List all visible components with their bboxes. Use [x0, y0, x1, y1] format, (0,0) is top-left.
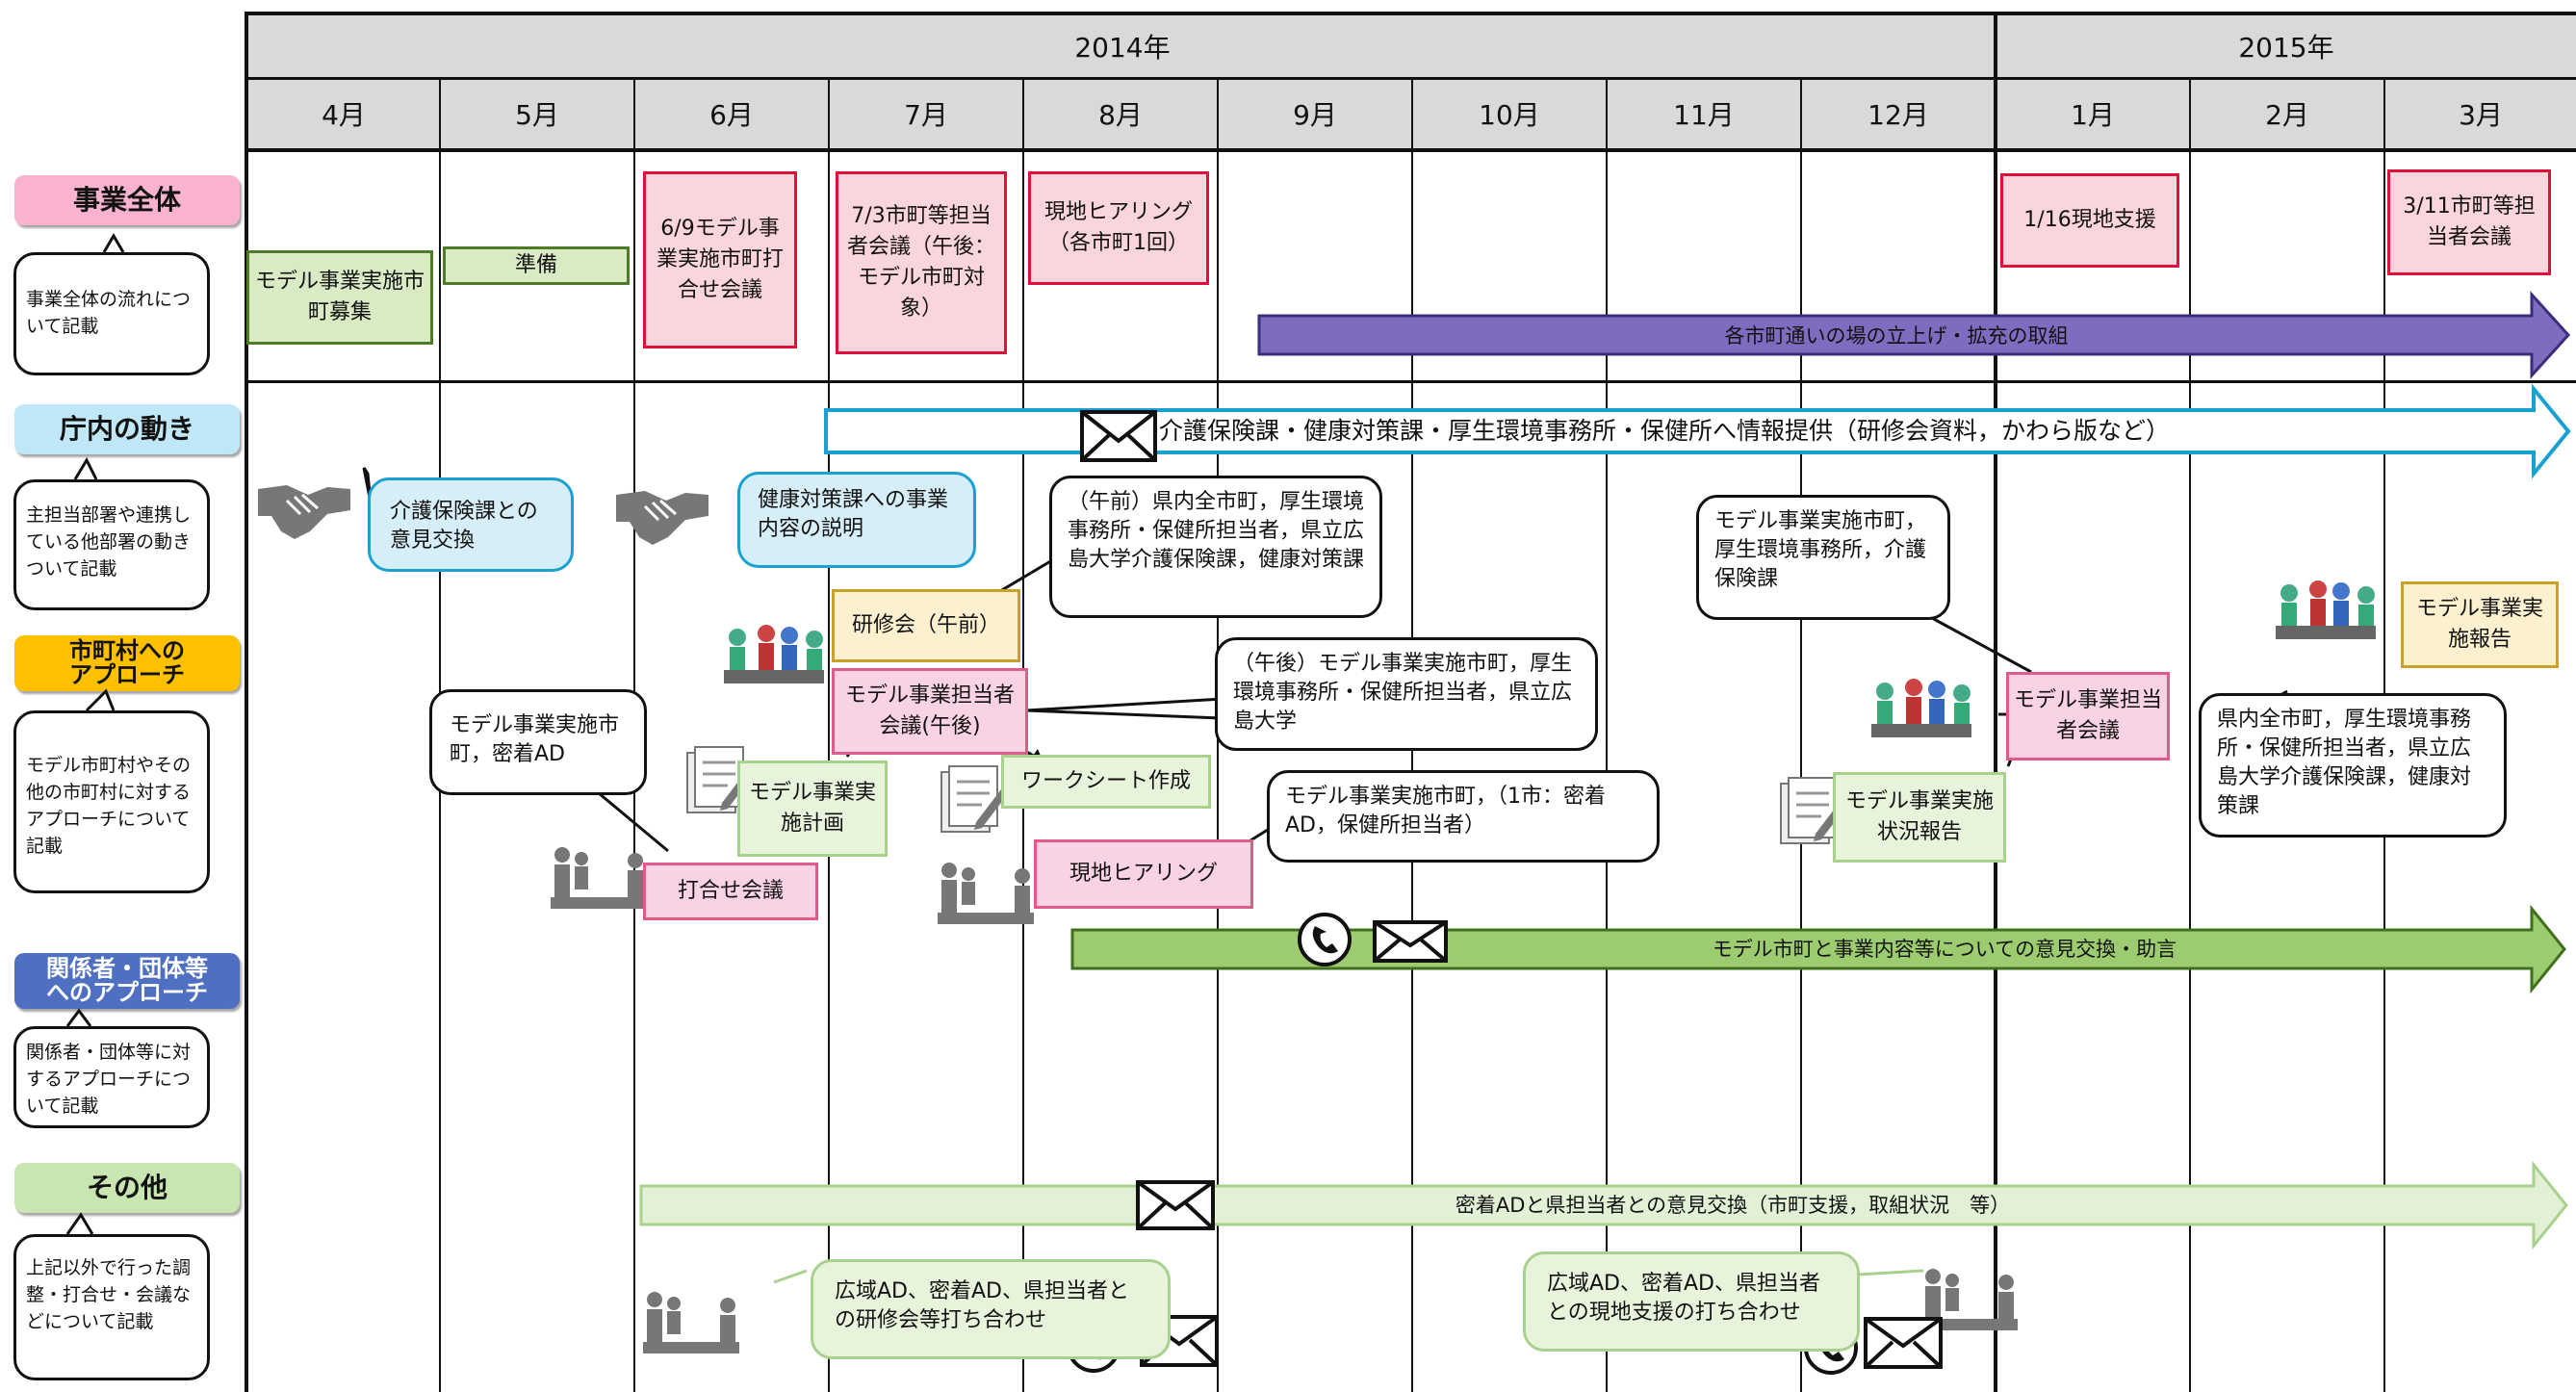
- month-11: 11月: [1673, 99, 1735, 131]
- plan-box: モデル事業実施計画: [737, 760, 888, 857]
- aug-hearing-box: 現地ヒアリング（各市町1回）: [1028, 171, 1209, 285]
- exchange-arrow: [1070, 904, 2566, 994]
- category-internal: 庁内の動き: [14, 404, 240, 454]
- callout-tail: [65, 1008, 92, 1027]
- month-9: 9月: [1293, 99, 1337, 131]
- places-arrow: [1257, 291, 2571, 379]
- grid-line: [245, 148, 2576, 152]
- mar-attendees-callout: 県内全市町，厚生環境事務所・保健所担当者，県立広島大学介護保険課，健康対策課: [2199, 693, 2507, 838]
- month-12: 12月: [1868, 99, 1929, 131]
- ad-arrow: [639, 1160, 2568, 1250]
- status-report-box: モデル事業実施状況報告: [1833, 772, 2006, 863]
- grid-line: [828, 77, 830, 1392]
- connector: [1857, 1269, 1924, 1276]
- month-7: 7月: [904, 99, 948, 131]
- am-attendees-callout: （午前）県内全市町，厚生環境事務所・保健所担当者，県立広島大学介護保険課，健康対…: [1049, 476, 1382, 618]
- model-meeting-pm-box: モデル事業担当者会議(午後): [832, 668, 1028, 755]
- hearing-box: 現地ヒアリング: [1034, 839, 1253, 909]
- kenko-explain-callout: 健康対策課への事業内容の説明: [737, 472, 976, 568]
- year-header-bg: [248, 15, 2576, 77]
- people-meeting-icon: [1921, 1269, 2018, 1330]
- places-arrow-label: 各市町通いの場の立上げ・拡充の取組: [1724, 324, 2069, 348]
- callout-tail: [65, 1212, 94, 1235]
- jul3-meeting-box: 7/3市町等担当者会議（午後：モデル市町対象）: [836, 171, 1007, 354]
- timeline-frame: [245, 12, 2576, 1392]
- month-5: 5月: [515, 99, 559, 131]
- phone-icon: [1298, 913, 1352, 967]
- meeting-icon: [1871, 679, 1971, 737]
- note-overall: 事業全体の流れについて記載: [13, 252, 210, 375]
- pm-attendees-callout: （午後）モデル事業実施市町，厚生環境事務所・保健所担当者，県立広島大学: [1215, 637, 1598, 751]
- mail-icon: [1864, 1317, 1943, 1369]
- kaigo-exchange-callout: 介護保険課との意見交換: [368, 477, 574, 572]
- category-municipal: 市町村への アプローチ: [14, 635, 240, 691]
- category-other: その他: [14, 1163, 240, 1213]
- handshake-icon: [616, 491, 708, 545]
- people-meeting-icon: [643, 1292, 739, 1353]
- grid-line: [1800, 77, 1802, 1392]
- meeting-icon: [724, 625, 824, 683]
- month-4: 4月: [322, 99, 366, 131]
- training-coord-callout: 広域AD、密着AD、県担当者との研修会等打ち合わせ: [811, 1259, 1171, 1359]
- mail-icon: [1373, 920, 1448, 963]
- jan16-support-box: 1/16現地支援: [2000, 173, 2179, 268]
- mar11-meeting-box: 3/11市町等担当者会議: [2387, 169, 2551, 275]
- info-arrow-label: 介護保険課・健康対策課・厚生環境事務所・保健所へ情報提供（研修会資料，かわら版な…: [1159, 417, 2171, 445]
- jan-meeting-box: モデル事業担当者会議: [2006, 672, 2170, 760]
- meeting-icon: [2276, 580, 2376, 639]
- document-icon: [940, 765, 1007, 833]
- hearing-callout: モデル事業実施市町，（1市：密着AD，保健所担当者）: [1267, 770, 1660, 863]
- connector: [1920, 610, 2032, 674]
- grid-line: [245, 77, 2576, 80]
- model-recruit-box: モデル事業実施市町募集: [246, 250, 433, 345]
- month-10: 10月: [1479, 99, 1540, 131]
- document-icon: [1780, 777, 1846, 844]
- people-meeting-icon: [551, 847, 647, 909]
- mail-icon: [1080, 410, 1157, 462]
- connector: [773, 1269, 808, 1284]
- category-overall: 事業全体: [14, 175, 240, 225]
- connector: [1025, 709, 1222, 720]
- prep-box: 準備: [443, 246, 630, 285]
- year-2015: 2015年: [2238, 32, 2334, 64]
- worksheet-box: ワークシート作成: [1001, 755, 1211, 809]
- exchange-arrow-label: モデル市町と事業内容等についての意見交換・助言: [1712, 938, 2177, 961]
- grid-line: [1994, 12, 1997, 1392]
- month-1: 1月: [2071, 99, 2115, 131]
- onsite-coord-callout: 広域AD、密着AD、県担当者との現地支援の打ち合わせ: [1523, 1251, 1860, 1352]
- year-2014: 2014年: [1074, 32, 1171, 64]
- ad-arrow-label: 密着ADと県担当者との意見交換（市町支援，取組状況 等）: [1455, 1194, 2011, 1217]
- model-ad-callout: モデル事業実施市町，密着AD: [429, 689, 647, 795]
- callout-tail: [102, 233, 125, 253]
- note-municipal: モデル市町村やその他の市町村に対するアプローチについて記載: [13, 710, 210, 893]
- grid-line: [2189, 77, 2191, 1392]
- note-other: 上記以外で行った調整・打合せ・会議などについて記載: [13, 1234, 210, 1380]
- month-2: 2月: [2265, 99, 2309, 131]
- jun9-meeting-box: 6/9モデル事業実施市町打合せ会議: [643, 171, 797, 348]
- people-meeting-icon: [938, 863, 1034, 924]
- month-3: 3月: [2459, 99, 2503, 131]
- callout-tail: [85, 688, 116, 712]
- handshake-icon: [258, 485, 350, 539]
- connector: [1025, 697, 1224, 712]
- dec-attendees-callout: モデル事業実施市町，厚生環境事務所，介護保険課: [1696, 495, 1950, 620]
- training-am-box: 研修会（午前）: [832, 589, 1020, 662]
- grid-line: [1606, 77, 1608, 1392]
- month-6: 6月: [709, 99, 754, 131]
- uchiawase-box: 打合せ会議: [643, 863, 818, 920]
- mail-icon: [1136, 1180, 1215, 1230]
- month-8: 8月: [1098, 99, 1143, 131]
- note-internal: 主担当部署や連携している他部署の動きついて記載: [13, 479, 210, 610]
- callout-tail: [73, 456, 98, 480]
- grid-line: [245, 380, 2576, 383]
- final-report-box: モデル事業実施報告: [2401, 581, 2559, 668]
- note-stakeholders: 関係者・団体等に対するアプローチについて記載: [13, 1026, 210, 1128]
- category-stakeholders: 関係者・団体等 へのアプローチ: [14, 953, 240, 1009]
